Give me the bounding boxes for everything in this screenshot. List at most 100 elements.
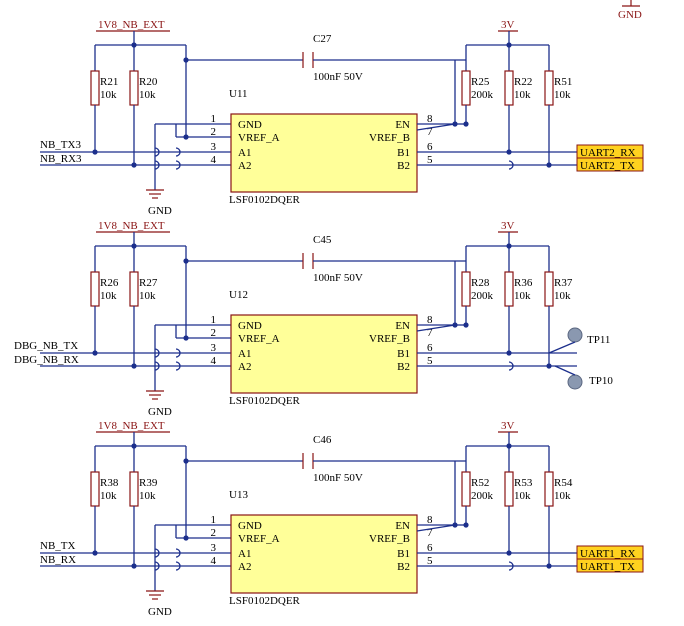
ic-part: LSF0102DQER bbox=[229, 194, 301, 206]
pin-number-right: 5 bbox=[427, 555, 433, 567]
pin-name-left: A2 bbox=[238, 561, 251, 573]
net-port bbox=[576, 558, 644, 573]
pin-number-right: 6 bbox=[427, 542, 433, 554]
net-label-a1: NB_TX bbox=[40, 540, 76, 552]
pin-name-left: VREF_A bbox=[238, 333, 280, 345]
resistor-ref: R51 bbox=[554, 76, 572, 88]
wire-hop bbox=[175, 361, 181, 371]
pin-number-left: 1 bbox=[211, 113, 217, 125]
resistor-body bbox=[544, 271, 554, 307]
ic-body bbox=[230, 113, 418, 193]
pin-name-right: B1 bbox=[397, 548, 410, 560]
resistor-body bbox=[90, 70, 100, 106]
port-label: UART2_RX bbox=[580, 147, 636, 159]
resistor-ref: R27 bbox=[139, 277, 158, 289]
gnd-symbol-label: GND bbox=[148, 606, 172, 618]
junction-dot bbox=[183, 535, 189, 541]
pin-name-right: VREF_B bbox=[369, 333, 410, 345]
test-point bbox=[567, 327, 583, 343]
pin-number-right: 6 bbox=[427, 141, 433, 153]
resistor-value: 10k bbox=[554, 490, 571, 502]
en-link bbox=[416, 524, 456, 532]
resistor-value: 10k bbox=[100, 290, 117, 302]
pin-name-left: A2 bbox=[238, 160, 251, 172]
pin-number-right: 8 bbox=[427, 514, 433, 526]
junction-dot bbox=[546, 363, 552, 369]
resistor-ref: R21 bbox=[100, 76, 118, 88]
pin-number-left: 4 bbox=[211, 355, 217, 367]
resistor-value: 10k bbox=[100, 89, 117, 101]
ic-body bbox=[230, 514, 418, 594]
pin-name-left: GND bbox=[238, 119, 262, 131]
wire-hop bbox=[175, 548, 181, 558]
resistor-body bbox=[504, 70, 514, 106]
pin-number-left: 1 bbox=[211, 514, 217, 526]
pin-number-right: 5 bbox=[427, 154, 433, 166]
resistor-body bbox=[129, 471, 139, 507]
vin-label: 1V8_NB_EXT bbox=[98, 420, 165, 432]
port-label: UART2_TX bbox=[580, 160, 635, 172]
resistor-body bbox=[544, 70, 554, 106]
pin-number-left: 2 bbox=[211, 327, 217, 339]
pin-number-left: 2 bbox=[211, 527, 217, 539]
gnd-symbol-label: GND bbox=[148, 406, 172, 418]
pin-name-right: B2 bbox=[397, 361, 410, 373]
wire-hop bbox=[175, 561, 181, 571]
pin-number-right: 8 bbox=[427, 113, 433, 125]
resistor-value: 200k bbox=[471, 290, 494, 302]
junction-dot bbox=[183, 57, 189, 63]
cap-value: 100nF 50V bbox=[313, 272, 363, 284]
test-point bbox=[567, 374, 583, 390]
pin-name-left: A1 bbox=[238, 348, 251, 360]
pin-name-left: GND bbox=[238, 320, 262, 332]
pin-number-left: 4 bbox=[211, 154, 217, 166]
pin-name-right: EN bbox=[395, 320, 410, 332]
resistor-value: 10k bbox=[554, 290, 571, 302]
junction-dot bbox=[131, 363, 137, 369]
resistor-ref: R22 bbox=[514, 76, 532, 88]
en-link bbox=[416, 324, 456, 332]
resistor-value: 10k bbox=[514, 89, 531, 101]
junction-dot bbox=[506, 550, 512, 556]
junction-dot bbox=[183, 335, 189, 341]
resistor-ref: R52 bbox=[471, 477, 489, 489]
resistor-value: 200k bbox=[471, 89, 494, 101]
pin-number-right: 7 bbox=[427, 327, 433, 339]
resistor-body bbox=[461, 271, 471, 307]
wire-hop bbox=[175, 160, 181, 170]
resistor-body bbox=[504, 271, 514, 307]
resistor-ref: R20 bbox=[139, 76, 158, 88]
pin-name-right: VREF_B bbox=[369, 533, 410, 545]
port-label: UART1_RX bbox=[580, 548, 636, 560]
resistor-ref: R28 bbox=[471, 277, 490, 289]
gnd-label: GND bbox=[618, 9, 642, 21]
tp-label: TP11 bbox=[587, 334, 610, 346]
gnd-symbol-label: GND bbox=[148, 205, 172, 217]
ic-ref: U13 bbox=[229, 489, 248, 501]
junction-dot bbox=[131, 162, 137, 168]
wire-hop bbox=[508, 361, 514, 371]
resistor-body bbox=[129, 271, 139, 307]
junction-dot bbox=[546, 563, 552, 569]
resistor-ref: R26 bbox=[100, 277, 119, 289]
resistor-ref: R36 bbox=[514, 277, 533, 289]
resistor-body bbox=[544, 471, 554, 507]
ic-ref: U11 bbox=[229, 88, 248, 100]
resistor-ref: R25 bbox=[471, 76, 490, 88]
pin-name-right: B2 bbox=[397, 160, 410, 172]
resistor-body bbox=[90, 471, 100, 507]
tp-label: TP10 bbox=[589, 375, 613, 387]
resistor-body bbox=[461, 70, 471, 106]
net-label-a1: DBG_NB_TX bbox=[14, 340, 78, 352]
resistor-ref: R38 bbox=[100, 477, 119, 489]
pin-name-right: B2 bbox=[397, 561, 410, 573]
net-label-a2: NB_RX3 bbox=[40, 153, 82, 165]
pin-number-right: 6 bbox=[427, 342, 433, 354]
ic-part: LSF0102DQER bbox=[229, 395, 301, 407]
resistor-ref: R37 bbox=[554, 277, 573, 289]
port-label: UART1_TX bbox=[580, 561, 635, 573]
